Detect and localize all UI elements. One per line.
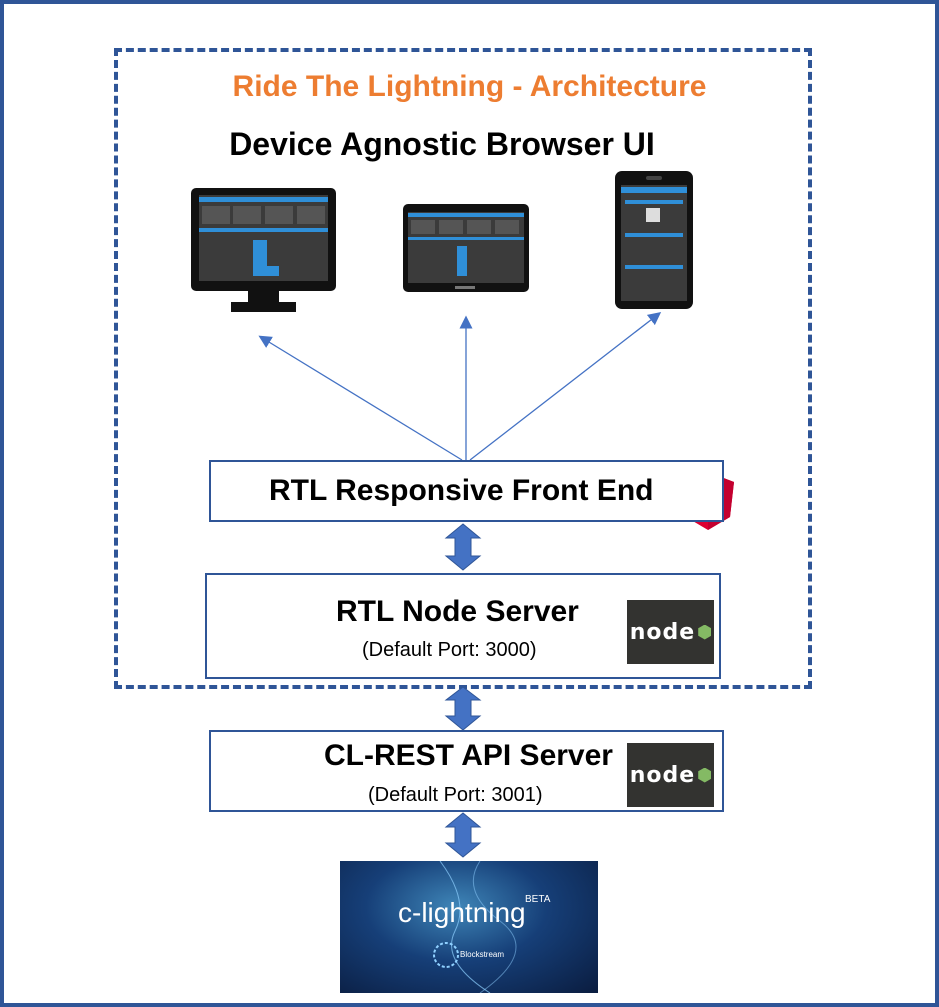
phone-icon: [615, 171, 693, 309]
browser-ui-heading: Device Agnostic Browser UI: [229, 126, 655, 162]
rest-server-port: (Default Port: 3001): [368, 784, 543, 806]
node-server-port: (Default Port: 3000): [362, 639, 537, 661]
arrow-to-phone: [469, 312, 662, 461]
nodejs-logo-icon: node: [627, 600, 714, 664]
blockstream-label: Blockstream: [460, 950, 505, 959]
nodejs-logo-text: node: [629, 762, 696, 788]
desktop-monitor-icon: [191, 188, 336, 312]
nodejs-logo-text: node: [629, 619, 696, 645]
node-server-label: RTL Node Server: [336, 595, 579, 628]
diagram-title: Ride The Lightning - Architecture: [232, 70, 707, 103]
double-arrow-icon: [444, 523, 482, 858]
rest-server-label: CL-REST API Server: [324, 739, 613, 772]
rest-server-box: CL-REST API Server (Default Port: 3001) …: [209, 730, 724, 812]
front-end-label: RTL Responsive Front End: [269, 474, 654, 507]
tablet-icon: [403, 204, 529, 292]
clightning-logo-icon: c-lightning BETA Blockstream: [340, 861, 598, 993]
front-end-box: RTL Responsive Front End: [209, 460, 724, 522]
nodejs-logo-icon: node: [627, 743, 714, 807]
clightning-logo-text: c-lightning: [398, 897, 526, 928]
node-server-box: RTL Node Server (Default Port: 3000) nod…: [205, 573, 721, 679]
clightning-beta-badge: BETA: [525, 894, 551, 905]
arrow-to-desktop: [258, 335, 463, 461]
